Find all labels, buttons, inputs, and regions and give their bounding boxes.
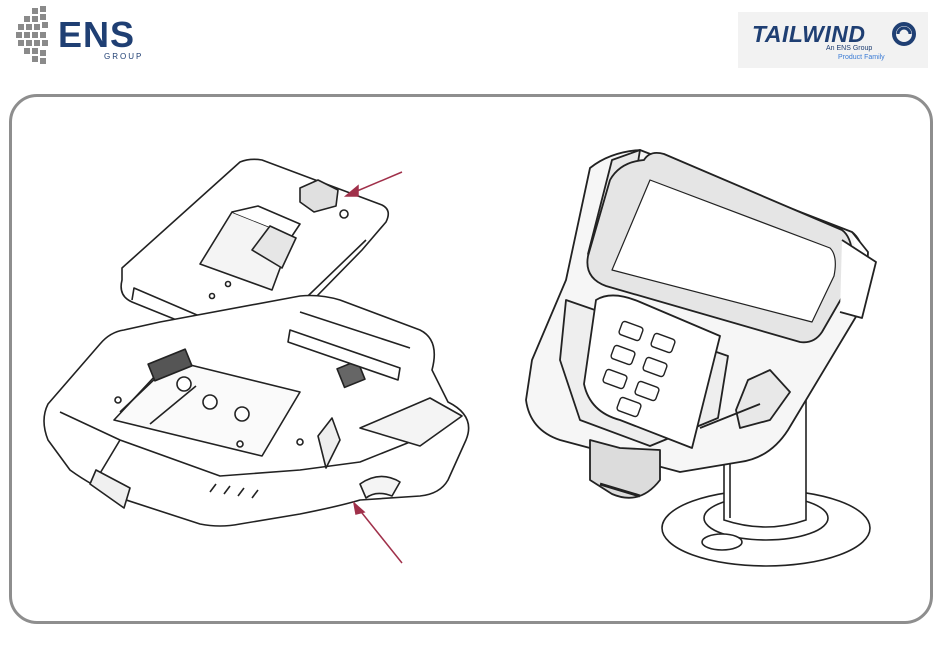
payment-terminal	[526, 150, 876, 498]
top-arrowhead	[346, 186, 358, 196]
bottom-callout-arrow	[358, 508, 402, 563]
bottom-arrowhead	[354, 503, 364, 514]
mount-base	[44, 296, 469, 527]
